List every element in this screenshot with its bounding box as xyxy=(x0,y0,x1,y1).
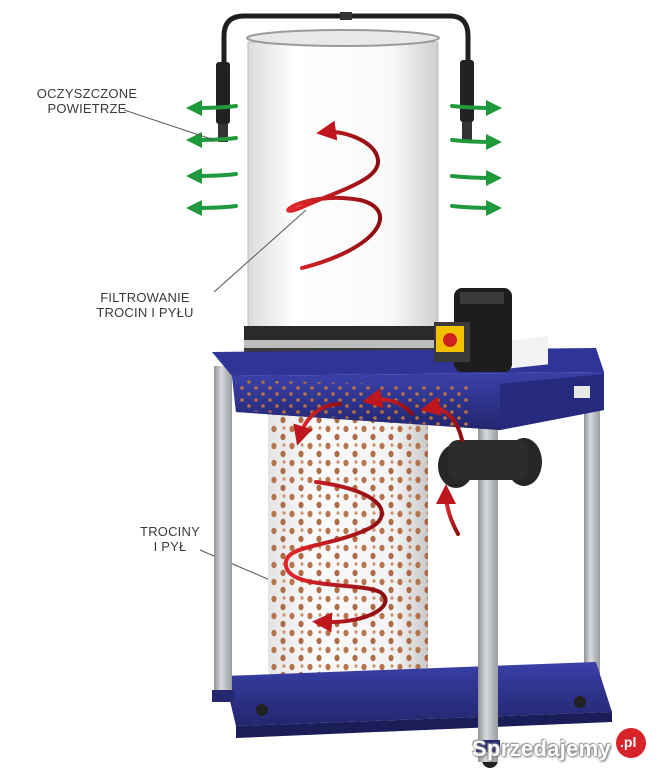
dust-bag xyxy=(268,414,428,692)
inlet-ports xyxy=(438,438,542,488)
motor-icon xyxy=(434,288,512,372)
watermark-badge xyxy=(616,728,646,758)
spiral-flow-arrow-icon xyxy=(283,480,388,633)
base-tray xyxy=(224,662,612,768)
leader-line-filter xyxy=(213,209,307,293)
air-out-arrow-icon xyxy=(186,99,502,216)
watermark-brand: Sprzedajemy xyxy=(472,736,612,761)
label-dust: TROCINY I PYŁ xyxy=(140,524,200,554)
watermark-tld: .pl xyxy=(620,734,637,750)
handle-grip-left xyxy=(216,62,230,124)
label-cleaned-air: OCZYSZCZONE POWIETRZE xyxy=(36,86,138,116)
label-filtering: FILTROWANIE TROCIN I PYŁU xyxy=(96,290,194,320)
leader-line-dust xyxy=(199,549,271,581)
spiral-flow-arrow-icon xyxy=(286,120,382,270)
watermark: Sprzedajemy .pl xyxy=(466,728,656,768)
leg-front-right xyxy=(478,390,498,762)
handle-grip-right xyxy=(460,60,474,122)
leg-front-left xyxy=(214,366,232,700)
leader-line-air xyxy=(123,109,215,141)
